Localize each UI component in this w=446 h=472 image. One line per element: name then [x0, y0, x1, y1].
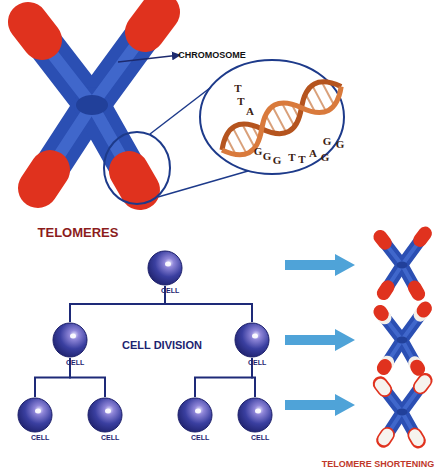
tree-connector [35, 358, 70, 397]
cell-sphere [147, 250, 183, 286]
dna-base: G [254, 145, 263, 157]
cell-label: CELL [31, 434, 49, 441]
cell-highlight [165, 262, 171, 267]
cell-highlight [252, 334, 258, 339]
cell-label: CELL [251, 434, 269, 441]
tree-connector [195, 358, 252, 397]
cell-body [178, 398, 212, 432]
cell-highlight [105, 409, 111, 414]
cell-highlight [70, 334, 76, 339]
cell-node: CELL [177, 397, 213, 433]
chromosome-short-telomeres [380, 380, 425, 441]
callout-arrow [118, 55, 180, 62]
dna-base: G [321, 151, 330, 163]
cell-sphere [52, 322, 88, 358]
cell-label: CELL [66, 359, 84, 366]
zoom-circle [104, 132, 170, 204]
cell-node: CELL [234, 322, 270, 358]
dna-base: A [246, 105, 254, 117]
cell-highlight [35, 409, 41, 414]
chromosome-mid-telomeres [380, 308, 425, 369]
chromosome-long-telomeres [380, 233, 425, 294]
cell-node: CELL [87, 397, 123, 433]
cell-node: CELL [52, 322, 88, 358]
cell-sphere [237, 397, 273, 433]
chromosome [28, 12, 160, 190]
dna-base: G [323, 135, 332, 147]
cell-body [235, 323, 269, 357]
dna-base: G [336, 138, 345, 150]
cell-sphere [234, 322, 270, 358]
dna-base: T [298, 153, 305, 165]
cell-highlight [195, 409, 201, 414]
cell-label: CELL [161, 287, 179, 294]
tree-connector [70, 286, 165, 322]
zoom-line [158, 171, 248, 197]
cell-highlight [255, 409, 261, 414]
cell-body [88, 398, 122, 432]
dna-helix [215, 73, 348, 163]
cell-body [238, 398, 272, 432]
cell-body [18, 398, 52, 432]
section-caption: TELOMERE SHORTENING [322, 459, 435, 469]
dna-base: T [237, 95, 244, 107]
cell-sphere [177, 397, 213, 433]
inset-circle [200, 60, 344, 174]
dna-base: A [309, 147, 317, 159]
dna-base: T [234, 82, 241, 94]
dna-base: G [273, 154, 282, 166]
cell-body [148, 251, 182, 285]
cell-node: CELL [237, 397, 273, 433]
callout-label: CHROMOSOME [178, 50, 246, 60]
dna-base: G [263, 150, 272, 162]
cell-node: CELL [17, 397, 53, 433]
cell-node: CELL [147, 250, 183, 286]
cell-sphere [87, 397, 123, 433]
process-label: CELL DIVISION [122, 339, 202, 351]
cell-label: CELL [191, 434, 209, 441]
cell-sphere [17, 397, 53, 433]
cell-label: CELL [248, 359, 266, 366]
cell-label: CELL [101, 434, 119, 441]
section-title: TELOMERES [38, 225, 119, 240]
dna-base: T [288, 151, 295, 163]
cell-body [53, 323, 87, 357]
progress-arrows [285, 254, 355, 416]
